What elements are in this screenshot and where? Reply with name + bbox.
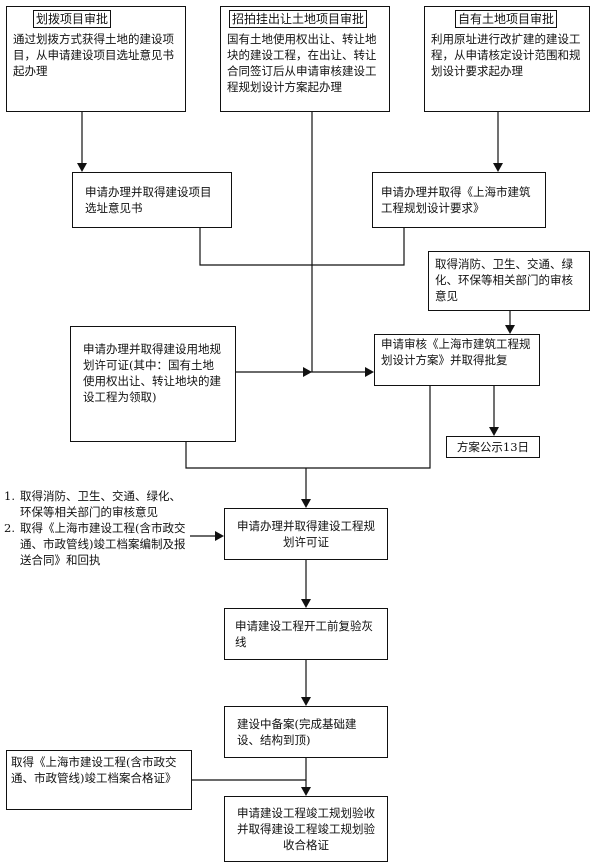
- column-middle: 招拍挂出让土地项目审批 国有土地使用权出让、转让地块的建设工程，在出让、转让合同…: [220, 6, 390, 112]
- connector-line: [199, 228, 405, 266]
- note-before-permit: 1. 取得消防、卫生、交通、绿化、环保等相关部门的审核意见 2. 取得《上海市建…: [4, 488, 190, 606]
- column-left: 划拨项目审批 通过划拨方式获得土地的建设项目，从申请建设项目选址意见书起办理: [6, 6, 186, 112]
- step-completion-label: 申请建设工程竣工规划验收并取得建设工程竣工规划验收合格证: [237, 806, 375, 852]
- column-right-title: 自有土地项目审批: [455, 10, 558, 28]
- arrow-head: [489, 427, 499, 436]
- note-item-number: 1.: [4, 489, 15, 503]
- arrow-head: [365, 367, 374, 377]
- column-middle-description: 国有土地使用权出让、转让地块的建设工程，在出让、转让合同签订后从申请审核建设工程…: [227, 32, 377, 94]
- note-before-completion: 取得《上海市建设工程(含市政交通、市政管线)竣工档案合格证》: [6, 750, 192, 810]
- step-land-permit-label: 申请办理并取得建设用地规划许可证(其中：国有土地使用权出让、转让地块的建设工程为…: [83, 342, 221, 404]
- step-land-permit: 申请办理并取得建设用地规划许可证(其中：国有土地使用权出让、转让地块的建设工程为…: [70, 326, 236, 442]
- arrow-head: [301, 787, 311, 796]
- column-right-description: 利用原址进行改扩建的建设工程，从申请核定设计范围和规划设计要求起办理: [431, 32, 581, 78]
- step-completion: 申请建设工程竣工规划验收并取得建设工程竣工规划验收合格证: [224, 796, 388, 862]
- arrow-head: [77, 163, 87, 172]
- column-right: 自有土地项目审批 利用原址进行改扩建的建设工程，从申请核定设计范围和规划设计要求…: [424, 6, 590, 112]
- step-site-opinion: 申请办理并取得建设项目选址意见书: [72, 172, 232, 228]
- step-dept-opinions-label: 取得消防、卫生、交通、绿化、环保等相关部门的审核意见: [435, 257, 573, 303]
- step-mid-filing-label: 建设中备案(完成基础建设、结构到顶): [237, 717, 357, 747]
- note-item-number: 2.: [4, 521, 15, 535]
- note-item-text: 取得《上海市建设工程(含市政交通、市政管线)竣工档案编制及报送合同》和回执: [20, 521, 186, 567]
- step-mid-filing: 建设中备案(完成基础建设、结构到顶): [224, 706, 388, 758]
- arrow-head: [301, 697, 311, 706]
- step-scheme-review-label: 申请审核《上海市建筑工程规划设计方案》并取得批复: [381, 337, 531, 367]
- arrow-head: [493, 163, 503, 172]
- arrow-head: [303, 367, 312, 377]
- step-publicity: 方案公示13日: [446, 436, 540, 458]
- step-dept-opinions: 取得消防、卫生、交通、绿化、环保等相关部门的审核意见: [428, 251, 590, 311]
- arrow-head: [505, 325, 515, 334]
- note-before-permit-list: 1. 取得消防、卫生、交通、绿化、环保等相关部门的审核意见 2. 取得《上海市建…: [4, 488, 190, 568]
- column-left-description: 通过划拨方式获得土地的建设项目，从申请建设项目选址意见书起办理: [13, 32, 174, 78]
- arrow-head: [301, 499, 311, 508]
- step-pre-start-check: 申请建设工程开工前复验灰线: [224, 608, 388, 660]
- arrow-head: [215, 531, 224, 541]
- column-middle-title: 招拍挂出让土地项目审批: [229, 10, 368, 28]
- step-site-opinion-label: 申请办理并取得建设项目选址意见书: [85, 185, 212, 215]
- column-left-title: 划拨项目审批: [33, 10, 112, 28]
- note-item: 1. 取得消防、卫生、交通、绿化、环保等相关部门的审核意见: [4, 488, 190, 520]
- connector-line: [185, 386, 431, 469]
- step-publicity-label: 方案公示13日: [456, 440, 530, 454]
- step-scheme-review: 申请审核《上海市建筑工程规划设计方案》并取得批复: [374, 334, 540, 386]
- step-design-requirements: 申请办理并取得《上海市建筑工程规划设计要求》: [372, 172, 546, 228]
- note-item-text: 取得消防、卫生、交通、绿化、环保等相关部门的审核意见: [20, 489, 181, 519]
- step-construction-permit: 申请办理并取得建设工程规划许可证: [224, 508, 388, 560]
- note-before-completion-label: 取得《上海市建设工程(含市政交通、市政管线)竣工档案合格证》: [11, 755, 177, 785]
- arrow-head: [301, 599, 311, 608]
- note-item: 2. 取得《上海市建设工程(含市政交通、市政管线)竣工档案编制及报送合同》和回执: [4, 520, 190, 568]
- step-pre-start-check-label: 申请建设工程开工前复验灰线: [235, 619, 373, 649]
- step-construction-permit-label: 申请办理并取得建设工程规划许可证: [237, 519, 375, 549]
- step-design-requirements-label: 申请办理并取得《上海市建筑工程规划设计要求》: [381, 185, 531, 215]
